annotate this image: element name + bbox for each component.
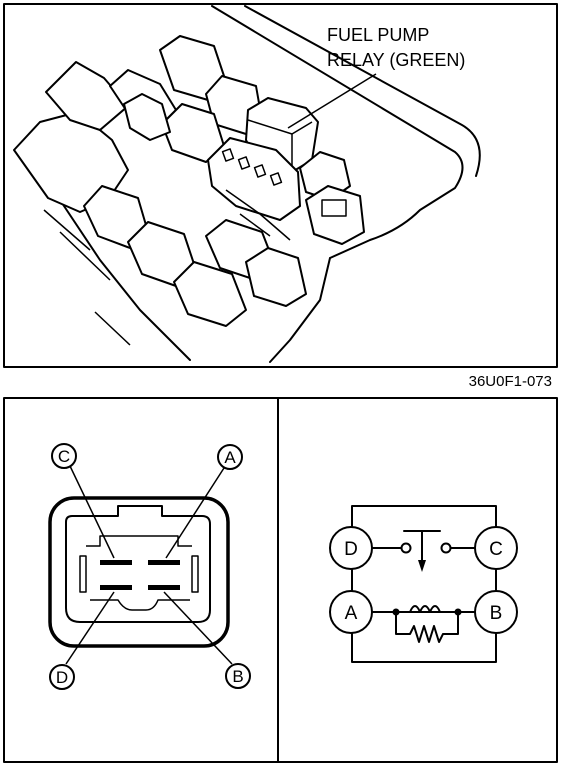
switch-arrow bbox=[418, 560, 426, 572]
connector-housing bbox=[65, 505, 211, 623]
resistor-symbol bbox=[395, 611, 459, 643]
switch-contact-left bbox=[400, 542, 412, 554]
terminal-slot-d bbox=[100, 585, 132, 590]
callout-line-1: FUEL PUMP bbox=[327, 25, 429, 45]
housing-block bbox=[13, 111, 129, 213]
terminal-slot-c bbox=[100, 560, 132, 565]
terminal-label-d: D bbox=[56, 668, 68, 687]
connector-key-bottom bbox=[90, 599, 190, 611]
terminal-slot-a bbox=[148, 560, 180, 565]
terminal-slot-b bbox=[148, 585, 180, 590]
terminal-label-c: C bbox=[58, 447, 70, 466]
callout-line-2: RELAY (GREEN) bbox=[327, 50, 465, 70]
cover-outline bbox=[211, 5, 464, 259]
label-circle-a bbox=[217, 444, 243, 470]
label-circle-b bbox=[225, 663, 251, 689]
relay-schematic: D C A B bbox=[329, 505, 518, 663]
relay-block bbox=[173, 261, 247, 327]
bottom-panel: C A D B D bbox=[3, 397, 558, 763]
leader-d bbox=[65, 591, 115, 665]
schematic-label-d: D bbox=[344, 539, 358, 560]
tray-ribs bbox=[43, 209, 131, 346]
switch-contact-right bbox=[440, 542, 452, 554]
schematic-label-a: A bbox=[345, 603, 358, 624]
schematic-frame bbox=[351, 505, 497, 663]
schematic-label-c: C bbox=[489, 539, 503, 560]
schematic-label-b: B bbox=[490, 603, 503, 624]
wiring-lines bbox=[225, 189, 291, 241]
top-panel: FUEL PUMP RELAY (GREEN) bbox=[3, 3, 558, 368]
connector-outer-shell bbox=[48, 496, 230, 648]
connector-view: C A D B bbox=[48, 443, 251, 690]
connector-rib-right bbox=[191, 555, 199, 593]
connector-latch bbox=[321, 199, 347, 217]
leader-c bbox=[69, 465, 115, 559]
terminal-label-b: B bbox=[232, 667, 243, 686]
connector-block bbox=[305, 185, 365, 245]
label-circle-c bbox=[51, 443, 77, 469]
leader-a bbox=[165, 467, 225, 559]
cover-edge bbox=[244, 5, 481, 177]
coil-symbol bbox=[409, 605, 441, 613]
top-panel-border bbox=[3, 3, 558, 368]
figure-code: 36U0F1-073 bbox=[469, 373, 552, 390]
schematic-terminal-a bbox=[329, 590, 373, 634]
connector-pins bbox=[221, 148, 283, 186]
connector-rib-left bbox=[79, 555, 87, 593]
terminal-label-a: A bbox=[224, 448, 236, 467]
callout-leader bbox=[287, 73, 377, 129]
connector-key-top bbox=[86, 535, 192, 547]
schematic-terminal-c bbox=[474, 526, 518, 570]
label-circle-d bbox=[49, 664, 75, 690]
bottom-panel-border bbox=[3, 397, 558, 763]
connector-block bbox=[245, 247, 307, 307]
relay-block bbox=[123, 93, 171, 141]
schematic-terminal-d bbox=[329, 526, 373, 570]
leader-b bbox=[163, 591, 233, 665]
schematic-terminal-b bbox=[474, 590, 518, 634]
